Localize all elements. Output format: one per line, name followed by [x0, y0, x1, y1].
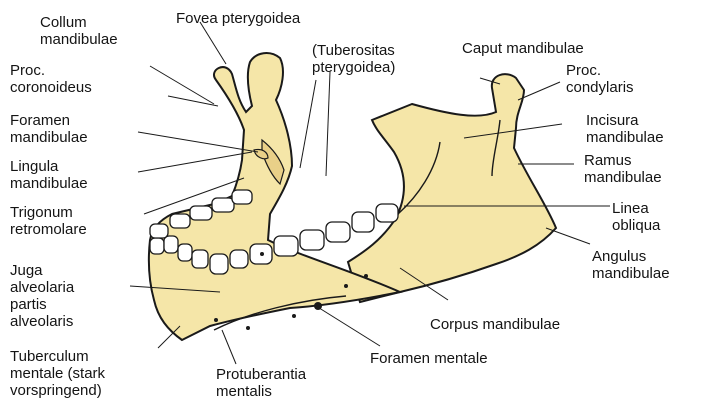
label-corpus-mandibulae: Corpus mandibulae — [430, 316, 560, 333]
mandible-left-body — [149, 53, 400, 340]
label-lingula-mandibulae: Lingula mandibulae — [10, 158, 88, 192]
label-tuberositas-pterygoidea: (Tuberositas pterygoidea) — [312, 42, 395, 76]
label-proc-coronoideus: Proc. coronoideus — [10, 62, 92, 96]
label-linea-obliqua: Linea obliqua — [612, 200, 660, 234]
label-angulus-mandibulae: Angulus mandibulae — [592, 248, 670, 282]
label-trigonum-retromolare: Trigonum retromolare — [10, 204, 87, 238]
label-proc-condylaris: Proc. condylaris — [566, 62, 634, 96]
label-tuberculum-mentale: Tuberculum mentale (stark vorspringend) — [10, 348, 105, 399]
label-protuberantia-mentalis: Protuberantia mentalis — [216, 366, 306, 400]
label-foramen-mentale: Foramen mentale — [370, 350, 488, 367]
label-caput-mandibulae: Caput mandibulae — [462, 40, 584, 57]
label-juga-alveolaria: Juga alveolaria partis alveolaris — [10, 262, 74, 330]
label-incisura-mandibulae: Incisura mandibulae — [586, 112, 664, 146]
label-ramus-mandibulae: Ramus mandibulae — [584, 152, 662, 186]
label-collum-mandibulae: Collum mandibulae — [40, 14, 118, 48]
label-fovea-pterygoidea: Fovea pterygoidea — [176, 10, 300, 27]
mandible-right-ramus-body — [348, 74, 556, 302]
label-foramen-mandibulae: Foramen mandibulae — [10, 112, 88, 146]
